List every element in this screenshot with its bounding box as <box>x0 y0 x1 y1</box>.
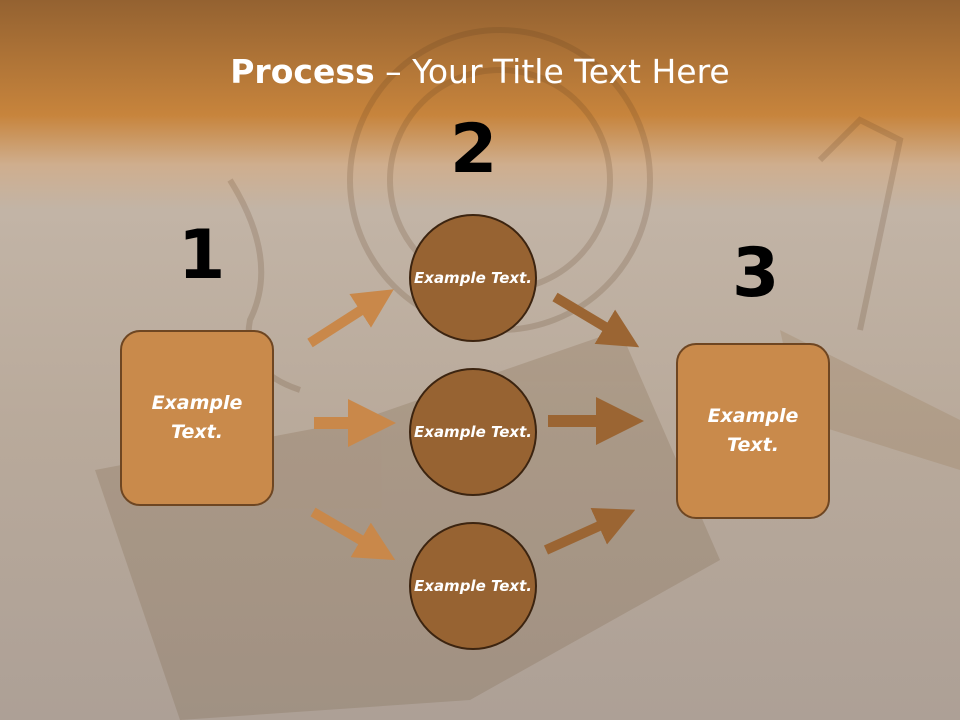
arrow-1-to-bottom <box>310 507 396 561</box>
step-number-1: 1 <box>178 216 226 295</box>
circle-bottom-text: Example Text. <box>414 576 532 595</box>
left-step-text: Example Text. <box>151 392 243 443</box>
right-step-text: Example Text. <box>707 405 799 456</box>
circle-bottom: Example Text. <box>409 522 537 650</box>
circle-middle: Example Text. <box>409 368 537 496</box>
circle-top: Example Text. <box>409 214 537 342</box>
title-rest: – Your Title Text Here <box>374 52 730 91</box>
circle-middle-text: Example Text. <box>414 422 532 441</box>
circle-top-text: Example Text. <box>414 268 532 287</box>
title-bold: Process <box>230 52 375 91</box>
step-number-2: 2 <box>450 110 498 189</box>
left-step-box: Example Text. <box>120 330 274 506</box>
arrow-1-to-top <box>307 289 394 348</box>
arrow-bottom-to-3 <box>543 507 636 555</box>
slide-title: Process – Your Title Text Here <box>0 52 960 91</box>
arrow-top-to-3 <box>552 292 640 348</box>
step-number-3: 3 <box>732 234 780 313</box>
right-step-box: Example Text. <box>676 343 830 519</box>
